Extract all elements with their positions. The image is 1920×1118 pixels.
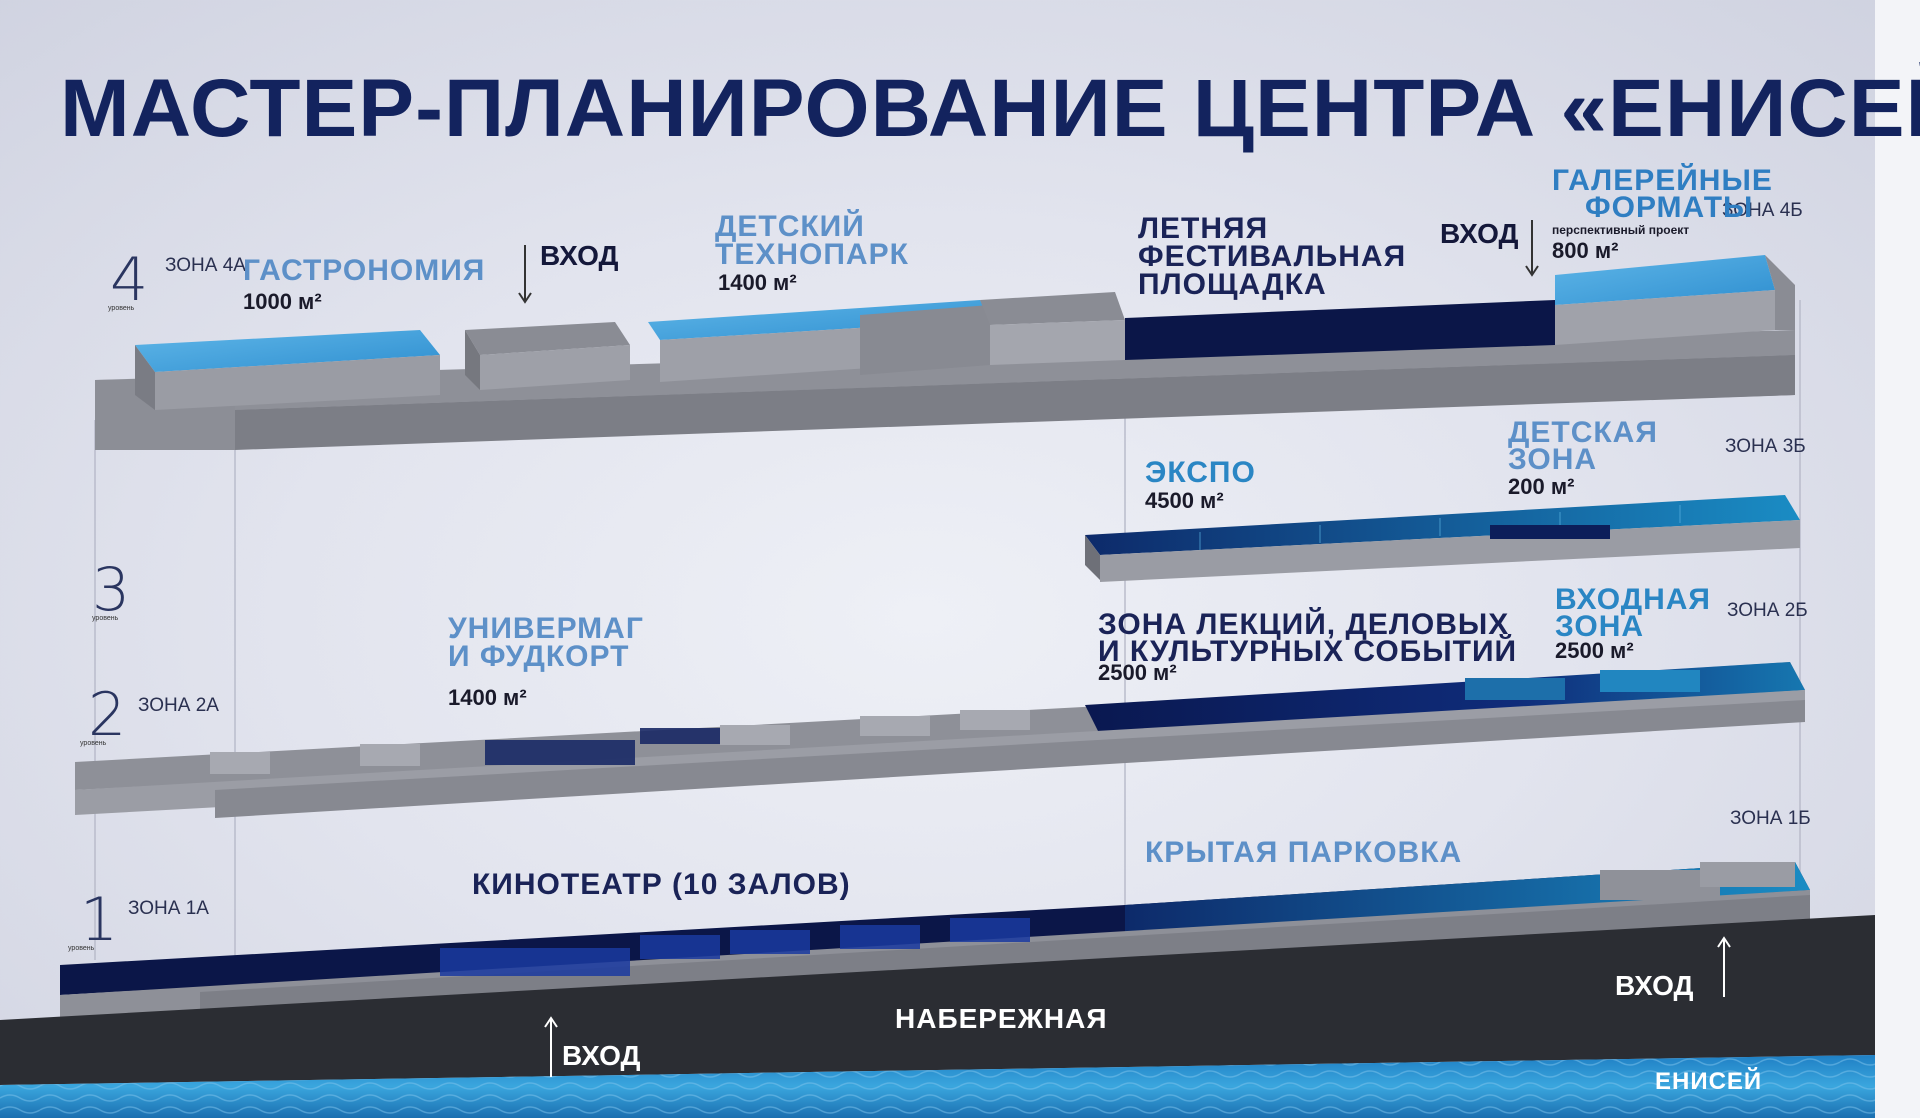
zone-3b: ЗОНА 3Б: [1725, 436, 1806, 457]
level-3-number: 3: [92, 555, 131, 625]
entrance-zone-label-line2: ЗОНА: [1555, 610, 1645, 643]
embankment-strip: [0, 915, 1875, 1085]
level-2-caption: уровень: [80, 740, 107, 747]
kids-zone-area: 200 м²: [1508, 474, 1575, 499]
level-2-number: 2: [88, 680, 127, 750]
entrance-label-bottom-left: ВХОД: [562, 1040, 641, 1071]
gallery-label-line1: ГАЛЕРЕЙНЫЕ: [1552, 164, 1773, 197]
level-1-number: 1: [80, 885, 119, 955]
gallery-label-line2: ФОРМАТЫ: [1585, 191, 1754, 224]
level-4-blocks: [135, 255, 1795, 410]
univermag-area: 1400 м²: [448, 685, 527, 710]
technopark-area: 1400 м²: [718, 270, 797, 295]
embankment-label: НАБЕРЕЖНАЯ: [895, 1003, 1108, 1034]
level-2-zone: ЗОНА 2А: [138, 695, 219, 716]
zone-4b: ЗОНА 4Б: [1722, 200, 1803, 221]
gallery-note: перспективный проект: [1552, 223, 1690, 237]
gastronomy-area: 1000 м²: [243, 289, 322, 314]
level-3-caption: уровень: [92, 615, 119, 622]
entrance-label-top-left: ВХОД: [540, 240, 619, 271]
river-label: ЕНИСЕЙ: [1655, 1068, 1763, 1095]
technopark-label-line2: ТЕХНОПАРК: [715, 238, 909, 271]
cinema-label: КИНОТЕАТР (10 ЗАЛОВ): [472, 868, 851, 901]
univermag-label-line2: И ФУДКОРТ: [448, 640, 630, 673]
entrance-label-bottom-right: ВХОД: [1615, 970, 1694, 1001]
page-title: МАСТЕР-ПЛАНИРОВАНИЕ ЦЕНТРА «ЕНИСЕЙ»: [60, 63, 1920, 154]
guide-lines: [94, 300, 1801, 960]
festival-label-line2: ФЕСТИВАЛЬНАЯ: [1138, 240, 1407, 273]
lectures-label-line2: И КУЛЬТУРНЫХ СОБЫТИЙ: [1098, 635, 1518, 668]
kids-zone-label-line2: ЗОНА: [1508, 443, 1598, 476]
level-3-floor: [1085, 495, 1800, 582]
kids-zone-label-line1: ДЕТСКАЯ: [1508, 416, 1658, 449]
univermag-label-line1: УНИВЕРМАГ: [448, 612, 644, 645]
arrow-down-icon: [518, 245, 532, 304]
gastronomy-label: ГАСТРОНОМИЯ: [243, 254, 486, 287]
lectures-label-line1: ЗОНА ЛЕКЦИЙ, ДЕЛОВЫХ: [1098, 608, 1510, 641]
level-2-floor: [75, 662, 1805, 818]
entrance-label-top-right: ВХОД: [1440, 218, 1519, 249]
level-1-zone: ЗОНА 1А: [128, 898, 209, 919]
entrance-zone-area: 2500 м²: [1555, 638, 1634, 663]
entrance-zone-label-line1: ВХОДНАЯ: [1555, 583, 1711, 616]
parking-label: КРЫТАЯ ПАРКОВКА: [1145, 836, 1463, 869]
arrow-up-icon-left: [544, 1016, 558, 1077]
festival-label-line1: ЛЕТНЯЯ: [1138, 212, 1269, 245]
level-4-zone: ЗОНА 4А: [165, 255, 246, 276]
level-1-caption: уровень: [68, 945, 95, 952]
technopark-label-line1: ДЕТСКИЙ: [715, 210, 865, 243]
lectures-area: 2500 м²: [1098, 660, 1177, 685]
zone-2b: ЗОНА 2Б: [1727, 600, 1808, 621]
festival-label-line3: ПЛОЩАДКА: [1138, 268, 1327, 301]
expo-label: ЭКСПО: [1145, 456, 1256, 489]
expo-area: 4500 м²: [1145, 488, 1224, 513]
arrow-up-icon-right: [1717, 936, 1731, 997]
gallery-area: 800 м²: [1552, 238, 1619, 263]
arrow-down-icon-right: [1525, 220, 1539, 277]
level-4-number: 4: [110, 245, 149, 315]
zone-1b: ЗОНА 1Б: [1730, 808, 1811, 829]
level-4-caption: уровень: [108, 305, 135, 312]
